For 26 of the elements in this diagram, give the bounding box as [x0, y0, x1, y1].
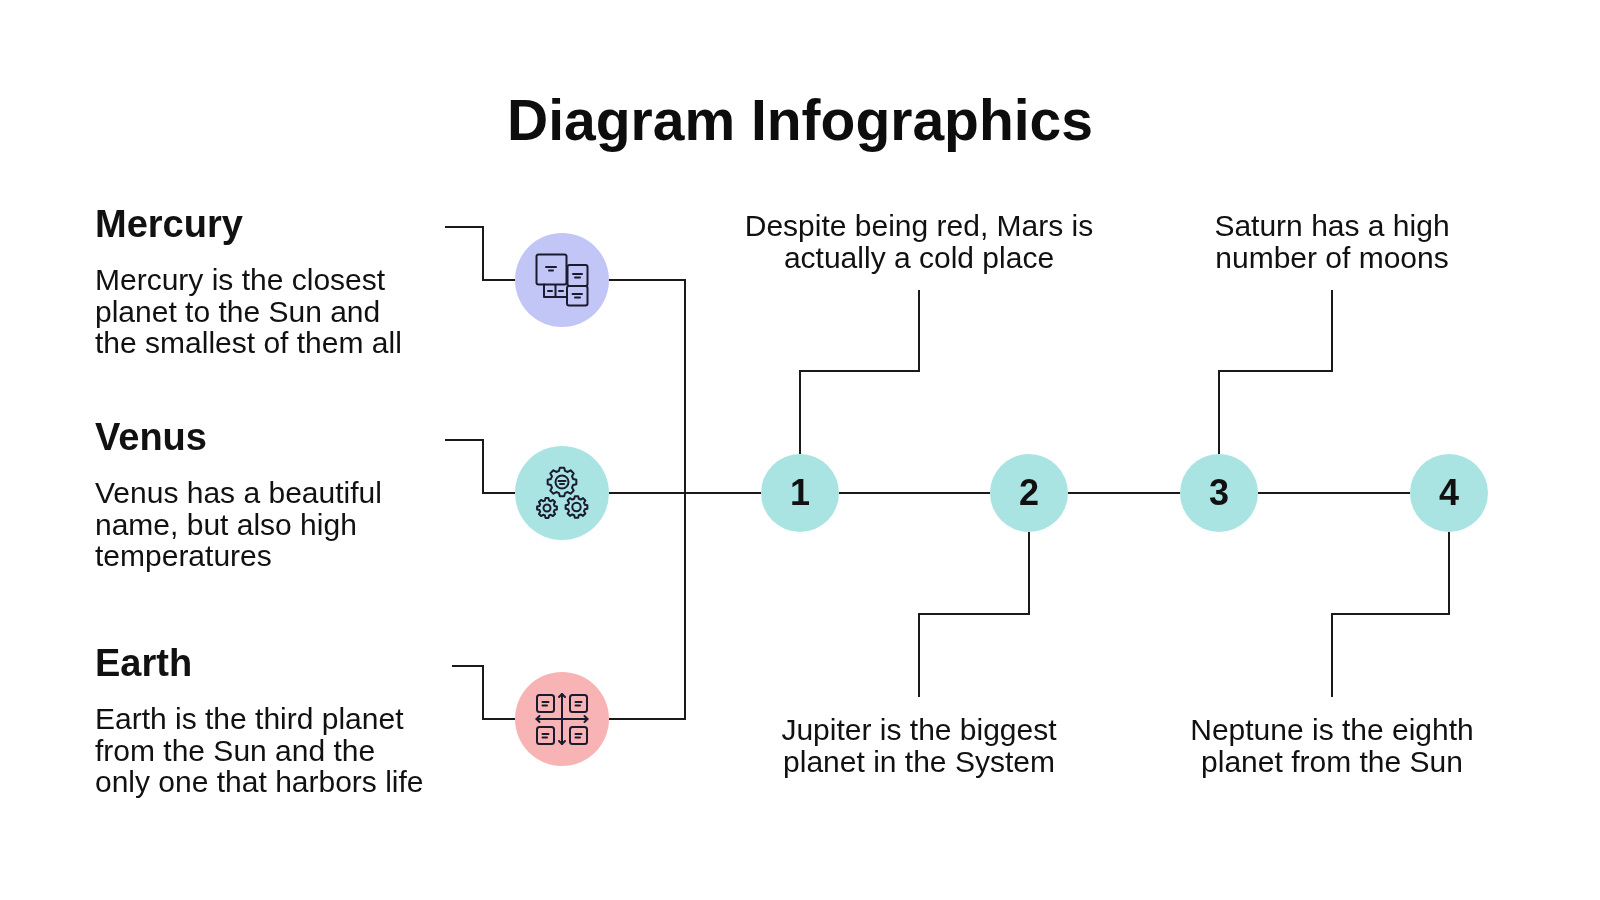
step-number-marker: 1	[761, 454, 839, 532]
connector-line	[1257, 492, 1411, 494]
planet-heading: Mercury	[95, 203, 243, 245]
step-number-marker: 4	[1410, 454, 1488, 532]
step-number-marker: 2	[990, 454, 1068, 532]
connector-line	[1331, 531, 1450, 698]
description-text: Venus has a beautiful name, but also high temperatures	[95, 477, 383, 572]
description-text: Saturn has a high number of moons	[1213, 210, 1451, 273]
connector-line	[918, 531, 1030, 698]
connector-line	[1218, 289, 1333, 455]
connector-line	[1067, 492, 1181, 494]
connector-line	[608, 492, 762, 720]
description-text: Jupiter is the biggest planet in the System	[780, 714, 1058, 777]
description-text: Neptune is the eighth planet from the Sun	[1189, 714, 1475, 777]
connector-line	[444, 439, 516, 494]
description-text: Despite being red, Mars is actually a cold place	[743, 210, 1095, 273]
connector-line	[838, 492, 991, 494]
step-number-marker: 3	[1180, 454, 1258, 532]
description-text: Mercury is the closest planet to the Sun and the smallest of them all	[95, 264, 403, 359]
connector-line	[799, 289, 920, 455]
planet-heading: Earth	[95, 642, 193, 684]
diagram-title: Diagram Infographics	[507, 87, 1093, 153]
description-text: Earth is the third planet from the Sun and the only one that harbors life	[95, 703, 425, 798]
planet-heading: Venus	[95, 416, 207, 458]
connector-line	[451, 665, 516, 720]
connector-line	[444, 226, 516, 281]
